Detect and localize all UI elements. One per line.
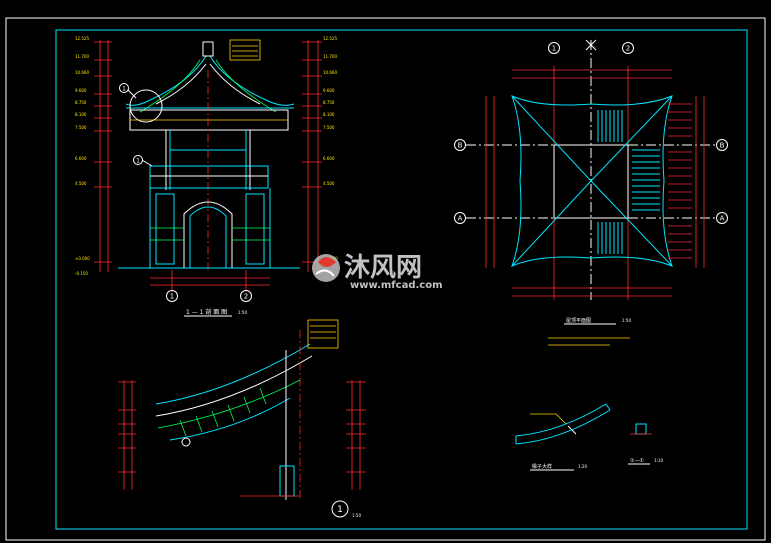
eave-detail-scale: 1:50 — [352, 513, 361, 518]
rafter-section-label: ①—① — [630, 458, 644, 464]
mfcad-logo-icon — [312, 254, 340, 282]
svg-text:11.700: 11.700 — [323, 54, 337, 59]
section-axis-bubble-1: 1 — [166, 290, 178, 302]
svg-text:6.600: 6.600 — [75, 156, 87, 161]
eave-tile-hatch — [179, 387, 267, 437]
svg-text:12.525: 12.525 — [75, 36, 89, 41]
svg-text:4.500: 4.500 — [75, 181, 87, 186]
svg-text:8.100: 8.100 — [75, 112, 87, 117]
svg-text:10.660: 10.660 — [323, 70, 337, 75]
section-bottom-dimensions — [150, 270, 270, 292]
svg-text:6.600: 6.600 — [323, 156, 335, 161]
sheet-border — [5, 17, 766, 541]
plan-notes — [548, 337, 630, 346]
svg-text:4.500: 4.500 — [323, 181, 335, 186]
eave-annotation-notes — [307, 319, 339, 349]
svg-text:2: 2 — [244, 293, 248, 301]
svg-text:A: A — [720, 215, 725, 223]
section-lower-body — [118, 188, 300, 269]
rafter-detail-scale: 1:20 — [578, 464, 587, 469]
svg-text:10.660: 10.660 — [75, 70, 89, 75]
section-scale: 1:50 — [238, 310, 247, 315]
svg-text:11.700: 11.700 — [75, 54, 89, 59]
svg-text:1: 1 — [552, 45, 556, 53]
mfcad-watermark: 沐风网 www.mfcad.com — [312, 253, 443, 291]
svg-text:8.750: 8.750 — [323, 100, 335, 105]
plan-title: 屋顶平面图 — [566, 318, 591, 324]
svg-text:B: B — [720, 142, 725, 150]
rafter-detail-view: 椽子大样 1:20 ①—① 1:10 — [515, 403, 663, 471]
section-upper-body — [149, 70, 269, 270]
plan-rafter-ends — [668, 103, 692, 259]
svg-text:-0.150: -0.150 — [75, 271, 88, 276]
section-detail-callouts: 1 1 — [119, 83, 163, 167]
svg-text:A: A — [458, 215, 463, 223]
plan-hip-lines — [511, 95, 673, 267]
detail-bubble-lower: 1 — [136, 158, 140, 165]
roof-plan-view: 1 2 B A B A — [454, 39, 728, 346]
eave-detail-view: 1 1:50 — [118, 319, 366, 518]
plan-scale: 1:50 — [622, 318, 631, 323]
svg-text:9.600: 9.600 — [75, 88, 87, 93]
section-left-elevation-marks: 12.525 11.700 10.660 9.600 8.750 8.100 7.50… — [75, 36, 112, 276]
plan-axis-bubble-a-right: A — [716, 212, 728, 224]
svg-text:7.500: 7.500 — [323, 125, 335, 130]
plan-axis-bubble-b-left: B — [454, 139, 466, 151]
svg-text:1: 1 — [170, 293, 174, 301]
section-annotation-notes — [229, 39, 261, 61]
svg-text:8.750: 8.750 — [75, 100, 87, 105]
plan-axis-bubble-b-right: B — [716, 139, 728, 151]
watermark-url: www.mfcad.com — [350, 280, 443, 291]
section-view: 12.525 11.700 10.660 9.600 8.750 8.100 7.50… — [75, 36, 338, 317]
svg-text:B: B — [458, 142, 463, 150]
detail-bubble-upper: 1 — [122, 86, 126, 93]
rafter-cross-section — [635, 423, 647, 435]
rafter-detail-title: 椽子大样 — [532, 463, 552, 470]
svg-text:7.500: 7.500 — [75, 125, 87, 130]
rafter-section-scale: 1:10 — [654, 458, 663, 463]
svg-text:9.600: 9.600 — [323, 88, 335, 93]
eave-left-elevation-marks — [118, 380, 136, 490]
svg-text:±0.000: ±0.000 — [75, 256, 90, 261]
plan-axis-bubble-a-left: A — [454, 212, 466, 224]
svg-text:12.525: 12.525 — [323, 36, 337, 41]
watermark-brand: 沐风网 — [344, 253, 422, 283]
svg-text:2: 2 — [626, 45, 630, 53]
svg-text:8.100: 8.100 — [323, 112, 335, 117]
eave-right-elevation-marks — [346, 380, 366, 490]
plan-tile-hatch — [597, 110, 660, 254]
plan-axis-bubble-1: 1 — [548, 42, 560, 54]
section-title: 1 — 1 剖 面 图 — [186, 308, 227, 316]
section-axis-bubble-2: 2 — [240, 290, 252, 302]
eave-detail-bubble — [331, 500, 349, 518]
section-right-elevation-marks: 12.525 11.700 10.660 9.600 8.750 8.100 7.50… — [302, 36, 338, 272]
svg-text:1: 1 — [337, 505, 343, 515]
section-roof — [125, 41, 295, 131]
plan-axis-bubble-2: 2 — [622, 42, 634, 54]
